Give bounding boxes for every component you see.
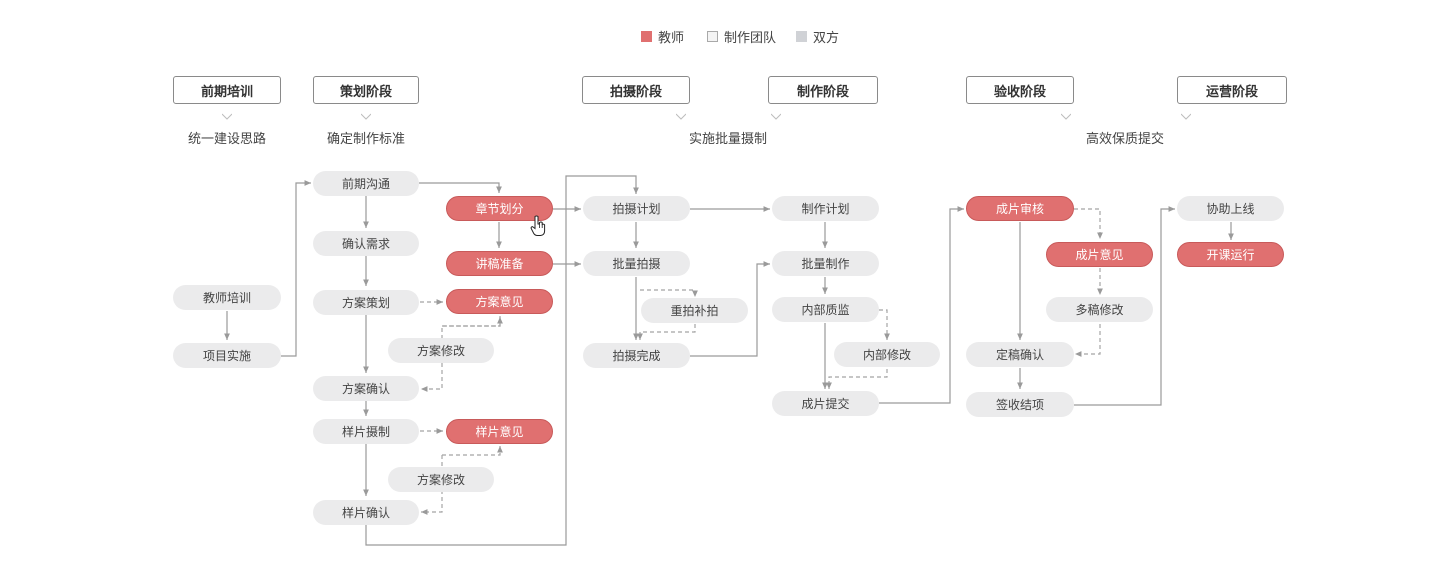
legend-swatch-team [707,30,718,42]
node-batch-production[interactable]: 批量制作 [772,251,879,276]
node-batch-shoot[interactable]: 批量拍摄 [583,251,690,276]
node-plan-revision-2[interactable]: 方案修改 [388,467,494,492]
node-internal-revision[interactable]: 内部修改 [834,342,940,367]
stage-acceptance: 验收阶段 [966,76,1074,104]
node-film-review[interactable]: 成片审核 [966,196,1074,221]
node-assist-launch[interactable]: 协助上线 [1177,196,1284,221]
node-production-plan[interactable]: 制作计划 [772,196,879,221]
legend-label-team: 制作团队 [724,29,777,45]
legend-item-team: 制作团队 [707,28,777,45]
node-script-prep[interactable]: 讲稿准备 [446,251,553,276]
stage-shooting: 拍摄阶段 [582,76,690,104]
hand-pointer-icon [530,215,546,236]
dashed-connector [826,369,888,389]
connector [879,206,964,404]
legend-swatch-both [796,30,807,42]
node-sample-confirm[interactable]: 样片确认 [313,500,419,525]
legend-label-both: 双方 [813,29,840,45]
chevron-down-icon [1061,113,1071,120]
node-shoot-plan[interactable]: 拍摄计划 [583,196,690,221]
node-sample-shoot[interactable]: 样片摄制 [313,419,419,444]
node-acceptance-close[interactable]: 签收结项 [966,392,1074,417]
legend-label-teacher: 教师 [658,29,685,45]
dashed-connector [879,309,890,340]
node-confirm-requirements[interactable]: 确认需求 [313,231,419,256]
node-sample-feedback[interactable]: 样片意见 [446,419,553,444]
dashed-connector [1074,208,1103,239]
connector [365,175,639,546]
chevron-down-icon [676,113,686,120]
dashed-connector [1075,324,1101,357]
dashed-connector [637,324,696,340]
legend-item-teacher: 教师 [641,28,685,45]
node-course-run[interactable]: 开课运行 [1177,242,1284,267]
node-early-communication[interactable]: 前期沟通 [313,171,419,196]
node-shoot-complete[interactable]: 拍摄完成 [583,343,690,368]
chevron-down-icon [361,113,371,120]
legend-swatch-teacher [641,30,652,42]
legend-item-both: 双方 [796,28,840,45]
node-film-submit[interactable]: 成片提交 [772,391,879,416]
dashed-connector [442,317,503,327]
connector [419,182,502,193]
node-teacher-training[interactable]: 教师培训 [173,285,281,310]
connector [281,180,311,357]
node-project-implementation[interactable]: 项目实施 [173,343,281,368]
stage-planning: 策划阶段 [313,76,419,104]
node-internal-qa[interactable]: 内部质监 [772,297,879,322]
chevron-down-icon [222,113,232,120]
dashed-connector [421,455,443,515]
stage-operation: 运营阶段 [1177,76,1287,104]
subtitle-acceptance-operation: 高效保质提交 [1085,131,1164,146]
subtitle-pretrain: 统一建设思路 [187,131,266,146]
subtitle-planning: 确定制作标准 [326,131,405,146]
stage-production: 制作阶段 [768,76,878,104]
node-plan-feedback[interactable]: 方案意见 [446,289,553,314]
dashed-connector [442,446,503,456]
node-reshoot[interactable]: 重拍补拍 [641,298,748,323]
chevron-down-icon [771,113,781,120]
node-film-feedback[interactable]: 成片意见 [1046,242,1153,267]
node-multi-revision[interactable]: 多稿修改 [1046,297,1153,322]
stage-pretrain: 前期培训 [173,76,281,104]
node-plan-confirm[interactable]: 方案确认 [313,376,419,401]
subtitle-shooting-production: 实施批量摄制 [688,131,767,146]
node-plan-design[interactable]: 方案策划 [313,290,419,315]
dashed-connector [640,289,698,297]
node-final-confirm[interactable]: 定稿确认 [966,342,1074,367]
connector [1074,206,1175,406]
node-plan-revision-1[interactable]: 方案修改 [388,338,494,363]
chevron-down-icon [1181,113,1191,120]
connector [690,261,770,357]
